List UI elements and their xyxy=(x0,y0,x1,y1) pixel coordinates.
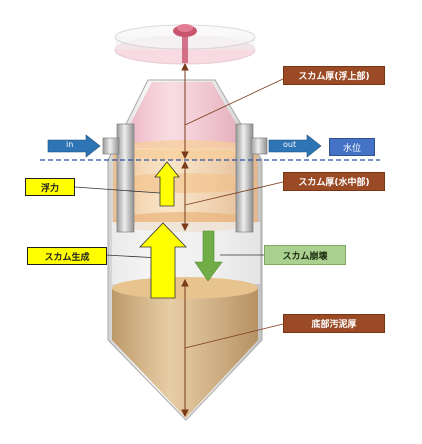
scum-water-label: スカム厚(水中部) xyxy=(283,172,385,191)
bottom-sludge-label: 底部汚泥厚 xyxy=(283,314,385,333)
scum-top-label: スカム厚(浮上部) xyxy=(283,66,385,85)
scum-collapse-label: スカム崩壊 xyxy=(264,245,346,265)
inlet-label: in xyxy=(66,140,74,149)
measure-scum-top xyxy=(181,62,189,160)
measure-scum-water xyxy=(181,160,189,232)
scum-generation-label: スカム生成 xyxy=(27,247,107,265)
inlet-pipe xyxy=(116,123,135,233)
scum-generation-arrow xyxy=(139,222,187,299)
buoyancy-arrow xyxy=(154,161,180,207)
outlet-pipe xyxy=(235,123,254,233)
scum-top-layer xyxy=(118,82,250,148)
inlet-arrow xyxy=(47,134,101,158)
outlet-arrow xyxy=(268,134,322,158)
buoyancy-label: 浮力 xyxy=(25,178,75,196)
scum-collapse-arrow xyxy=(194,230,223,282)
outlet-label: out xyxy=(283,140,297,149)
water-level-label: 水位 xyxy=(329,138,375,156)
